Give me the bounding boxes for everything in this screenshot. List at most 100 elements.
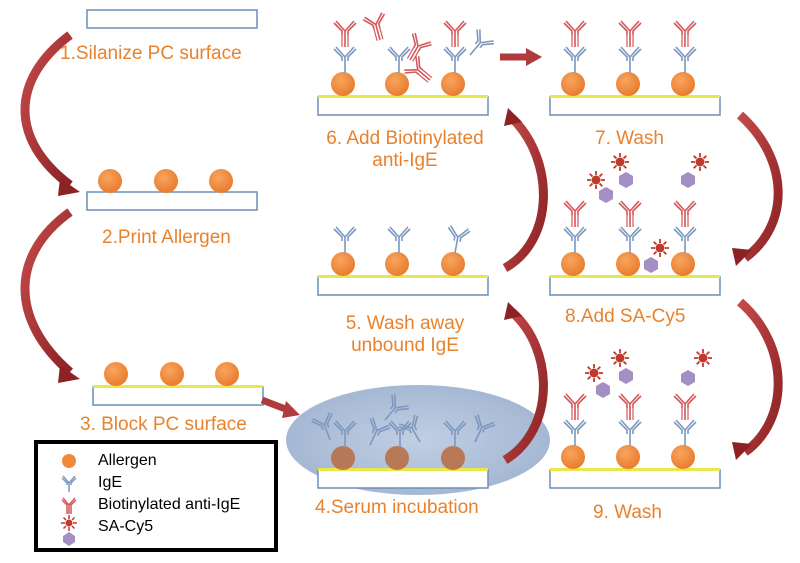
allergen-icon xyxy=(561,72,585,96)
pc-slide xyxy=(86,191,258,211)
step-3-label: 3. Block PC surface xyxy=(80,414,247,435)
ige-icon xyxy=(563,226,587,254)
legend-box: Allergen IgE Biotinylated anti-IgE SA-Cy… xyxy=(34,440,278,552)
straight-arrow-icon xyxy=(500,48,542,66)
ige-icon xyxy=(333,46,357,74)
step-4-label: 4.Serum incubation xyxy=(315,497,479,518)
anti-ige-icon xyxy=(563,393,587,421)
anti-ige-icon xyxy=(618,393,642,421)
curved-arrow-icon xyxy=(20,208,80,383)
curved-arrow-icon xyxy=(502,302,548,464)
sa-icon xyxy=(644,257,658,273)
cy5-icon xyxy=(586,170,606,190)
allergen-icon xyxy=(671,252,695,276)
pc-slide xyxy=(317,96,489,116)
ige-icon xyxy=(618,46,642,74)
allergen-icon xyxy=(98,169,122,193)
sa-icon xyxy=(619,172,633,188)
curved-arrow-icon xyxy=(502,108,548,272)
ige-icon xyxy=(673,226,697,254)
anti-ige-icon xyxy=(618,20,642,48)
curved-arrow-icon xyxy=(732,111,783,266)
pc-slide xyxy=(86,9,258,29)
sa-icon xyxy=(681,370,695,386)
step-6-label-line1: 6. Add Biotinylated xyxy=(326,128,484,149)
pc-slide xyxy=(92,386,264,406)
legend-item-ige: IgE xyxy=(38,473,278,493)
step-7-label: 7. Wash xyxy=(595,128,664,149)
ige-icon xyxy=(460,27,496,63)
cy5-icon xyxy=(650,238,670,258)
blocking-layer xyxy=(318,468,488,471)
legend-label-anti-ige: Biotinylated anti-IgE xyxy=(98,496,241,513)
legend-label-ige: IgE xyxy=(98,474,123,491)
allergen-icon xyxy=(385,72,409,96)
allergen-icon xyxy=(616,445,640,469)
allergen-icon xyxy=(385,446,409,470)
pc-slide xyxy=(549,469,721,489)
allergen-icon xyxy=(671,445,695,469)
step-1-label: 1.Silanize PC surface xyxy=(60,43,242,64)
allergen-icon xyxy=(331,252,355,276)
allergen-icon xyxy=(331,446,355,470)
legend-item-allergen: Allergen xyxy=(38,451,278,471)
allergen-icon xyxy=(441,252,465,276)
legend-item-sa-cy5: SA-Cy5 xyxy=(38,515,278,546)
anti-ige-icon xyxy=(61,497,77,514)
step-8-label: 8.Add SA-Cy5 xyxy=(565,306,686,327)
anti-ige-icon xyxy=(333,20,357,48)
allergen-icon xyxy=(671,72,695,96)
cy5-icon xyxy=(61,515,77,531)
allergen-icon xyxy=(160,362,184,386)
step-9-label: 9. Wash xyxy=(593,502,662,523)
ige-icon xyxy=(563,419,587,447)
step-5-label: 5. Wash away unbound IgE xyxy=(320,313,490,357)
ige-icon xyxy=(61,475,77,492)
straight-arrow-icon xyxy=(260,396,300,418)
sa-icon xyxy=(596,382,610,398)
pc-slide xyxy=(317,469,489,489)
blocking-layer xyxy=(550,468,720,471)
blocking-layer xyxy=(550,275,720,278)
allergen-icon xyxy=(561,252,585,276)
ige-icon xyxy=(618,419,642,447)
anti-ige-icon xyxy=(563,200,587,228)
allergen-icon xyxy=(154,169,178,193)
ige-icon xyxy=(333,226,357,254)
cy5-icon xyxy=(693,348,713,368)
sa-icon xyxy=(63,532,75,546)
ige-icon xyxy=(673,419,697,447)
allergen-icon xyxy=(385,252,409,276)
cy5-icon xyxy=(584,363,604,383)
allergen-icon xyxy=(104,362,128,386)
cy5-icon xyxy=(610,348,630,368)
anti-ige-icon xyxy=(443,20,467,48)
pc-slide xyxy=(549,96,721,116)
step-6-label-line2: anti-IgE xyxy=(372,150,438,171)
blocking-layer xyxy=(550,95,720,98)
cy5-icon xyxy=(610,152,630,172)
sa-icon xyxy=(681,172,695,188)
allergen-icon xyxy=(62,454,76,468)
ige-icon xyxy=(443,46,467,74)
step-2-label: 2.Print Allergen xyxy=(102,227,231,248)
ige-icon xyxy=(443,224,472,256)
step-6-label: 6. Add Biotinylated anti-IgE xyxy=(305,128,505,172)
cy5-icon xyxy=(690,152,710,172)
allergen-icon xyxy=(215,362,239,386)
allergen-icon xyxy=(441,72,465,96)
blocking-layer xyxy=(93,385,263,388)
allergen-icon xyxy=(616,72,640,96)
pc-slide xyxy=(317,276,489,296)
sa-icon xyxy=(599,187,613,203)
anti-ige-icon xyxy=(673,393,697,421)
curved-arrow-icon xyxy=(20,31,80,196)
legend-label-allergen: Allergen xyxy=(98,452,157,469)
allergen-icon xyxy=(561,445,585,469)
sa-icon xyxy=(619,368,633,384)
legend-label-sa-cy5: SA-Cy5 xyxy=(98,518,154,535)
anti-ige-icon xyxy=(361,11,392,44)
step-5-label-line2: unbound IgE xyxy=(351,335,459,356)
ige-icon xyxy=(618,226,642,254)
